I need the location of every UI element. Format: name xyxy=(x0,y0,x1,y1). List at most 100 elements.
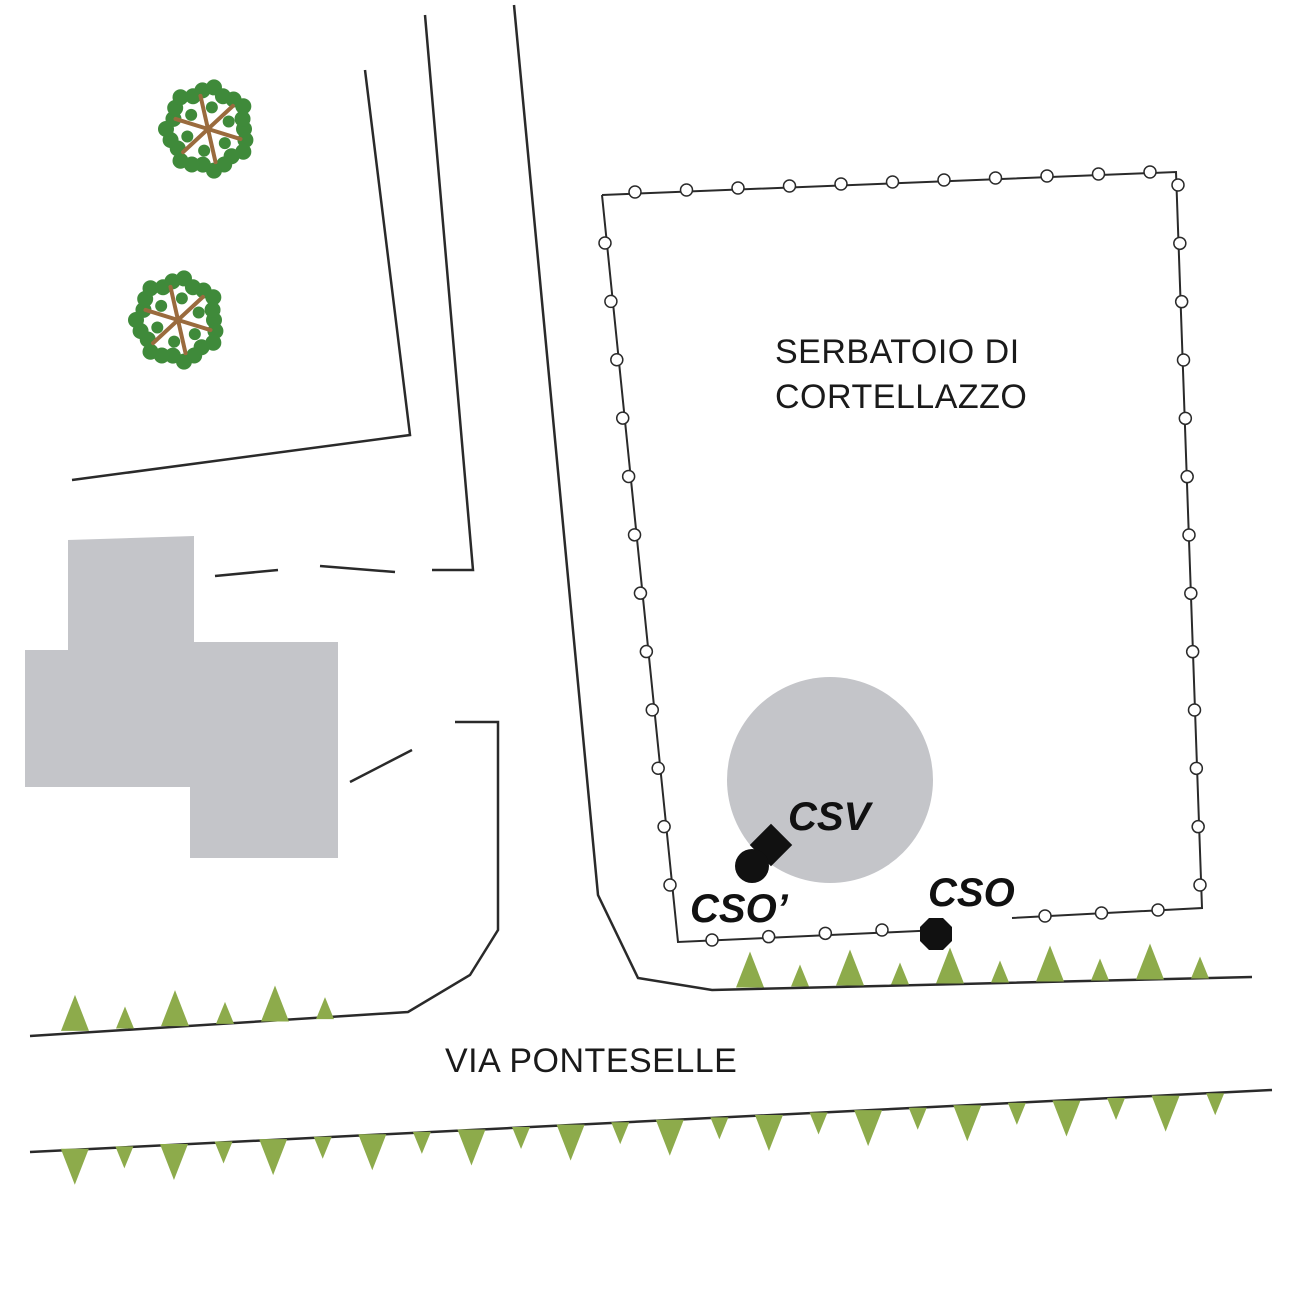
fence-post xyxy=(679,183,694,197)
hedge-shrub xyxy=(1007,1102,1026,1125)
cso-label: CSO xyxy=(928,871,1015,915)
hedge-shrub xyxy=(512,1127,531,1150)
hedge-shrub xyxy=(836,949,864,986)
hedge-shrub xyxy=(736,951,764,988)
hedge-shrub xyxy=(1206,1093,1225,1116)
hedge-shrub xyxy=(655,1119,684,1156)
hedge-shrub xyxy=(313,1136,332,1159)
fence-post xyxy=(885,175,900,189)
fence-post xyxy=(1091,167,1106,181)
hedge-shrub xyxy=(214,1141,233,1164)
hedges xyxy=(60,943,1225,1185)
hedge-shrub xyxy=(1191,956,1209,979)
fence-line-west xyxy=(601,194,941,944)
hedge-shrub xyxy=(1151,1095,1180,1132)
tree-icon xyxy=(158,79,254,179)
fence-post xyxy=(937,173,951,187)
fence-post xyxy=(1038,909,1052,923)
hedge-shrub xyxy=(991,960,1009,983)
csv-label: CSV xyxy=(788,795,874,839)
hedge-shrub xyxy=(791,964,809,987)
fence-post xyxy=(705,933,719,947)
cso-prime-point-marker xyxy=(735,849,769,883)
road-south-edge-line xyxy=(29,1088,1273,1154)
fence-post xyxy=(1040,169,1054,183)
cso-point-marker xyxy=(920,918,952,950)
trees xyxy=(128,79,254,370)
main-road-edge-line xyxy=(512,4,1253,992)
hedge-shrub xyxy=(1052,1100,1081,1137)
fence-post xyxy=(621,469,636,484)
hedge-shrub xyxy=(936,947,964,984)
fence-post xyxy=(628,185,642,199)
parcel-boundary-line xyxy=(71,69,412,482)
fence-post xyxy=(1171,178,1185,192)
fence-post xyxy=(1185,644,1200,659)
hedge-shrub xyxy=(412,1131,431,1154)
hedge-shrub xyxy=(261,985,289,1022)
fence-post xyxy=(627,528,642,542)
hedge-shrub xyxy=(754,1114,783,1151)
hedge-shrub xyxy=(216,1001,234,1024)
area-label-line1: SERBATOIO DI xyxy=(775,333,1020,371)
fence-post xyxy=(1180,469,1194,484)
fence-post xyxy=(657,819,671,834)
fence-posts xyxy=(598,165,1207,947)
building-footprint xyxy=(25,536,338,858)
hedge-shrub xyxy=(316,997,334,1020)
hedge-shrub xyxy=(116,1006,134,1029)
hedge-shrub xyxy=(358,1134,387,1171)
hedge-shrub xyxy=(1091,958,1109,981)
hedge-shrub xyxy=(61,994,89,1031)
fence-post xyxy=(1178,411,1193,426)
fence-post xyxy=(782,179,797,193)
fence-post xyxy=(645,703,660,717)
fence-post xyxy=(1173,236,1187,251)
hedge-shrub xyxy=(809,1112,828,1135)
fence-post xyxy=(1094,906,1109,920)
fence-post xyxy=(1174,294,1189,309)
hedge-shrub xyxy=(1107,1098,1126,1121)
hedge-shrub xyxy=(457,1129,486,1166)
hedge-shrub xyxy=(854,1110,883,1147)
hedge-shrub xyxy=(1036,945,1064,982)
hedge-shrub xyxy=(611,1122,630,1145)
hedge-shrub xyxy=(60,1148,89,1185)
hedge-shrub xyxy=(259,1139,288,1176)
fence-post xyxy=(1191,819,1205,834)
tree-icon xyxy=(128,270,224,370)
hedge-shrub xyxy=(161,990,189,1027)
fence-post xyxy=(1182,528,1196,542)
fence-post xyxy=(1187,703,1202,717)
fence-post xyxy=(1143,165,1157,179)
road-lines xyxy=(29,4,1273,1154)
hedge-shrub xyxy=(1136,943,1164,980)
fence-post xyxy=(663,878,677,892)
hedge-shrub xyxy=(556,1124,585,1161)
hedge-shrub xyxy=(953,1105,982,1142)
fence-post xyxy=(615,411,630,425)
fence-post xyxy=(1193,878,1207,892)
fence-post xyxy=(1189,761,1204,776)
dashed-lane-segment xyxy=(319,564,396,574)
fence-post xyxy=(875,923,889,937)
dashed-lane-segment xyxy=(214,568,279,578)
hedge-shrub xyxy=(115,1146,134,1169)
driveway-edge-line xyxy=(29,720,500,1038)
hedge-shrub xyxy=(908,1107,927,1130)
hedge-shrub xyxy=(159,1143,188,1180)
lane-edge-line xyxy=(423,14,475,572)
area-label-line2: CORTELLAZZO xyxy=(775,378,1027,416)
fence-post xyxy=(598,236,612,250)
fence-post xyxy=(1184,586,1198,601)
cso-prime-label: CSO’ xyxy=(690,887,789,931)
fence-post xyxy=(988,171,1003,185)
fence-post xyxy=(834,177,848,191)
fence-post xyxy=(633,586,648,600)
hedge-shrub xyxy=(891,962,909,985)
hedge-shrub xyxy=(710,1117,729,1140)
access-line xyxy=(349,748,413,784)
fence-post xyxy=(731,181,745,195)
fence-post xyxy=(1151,903,1165,917)
